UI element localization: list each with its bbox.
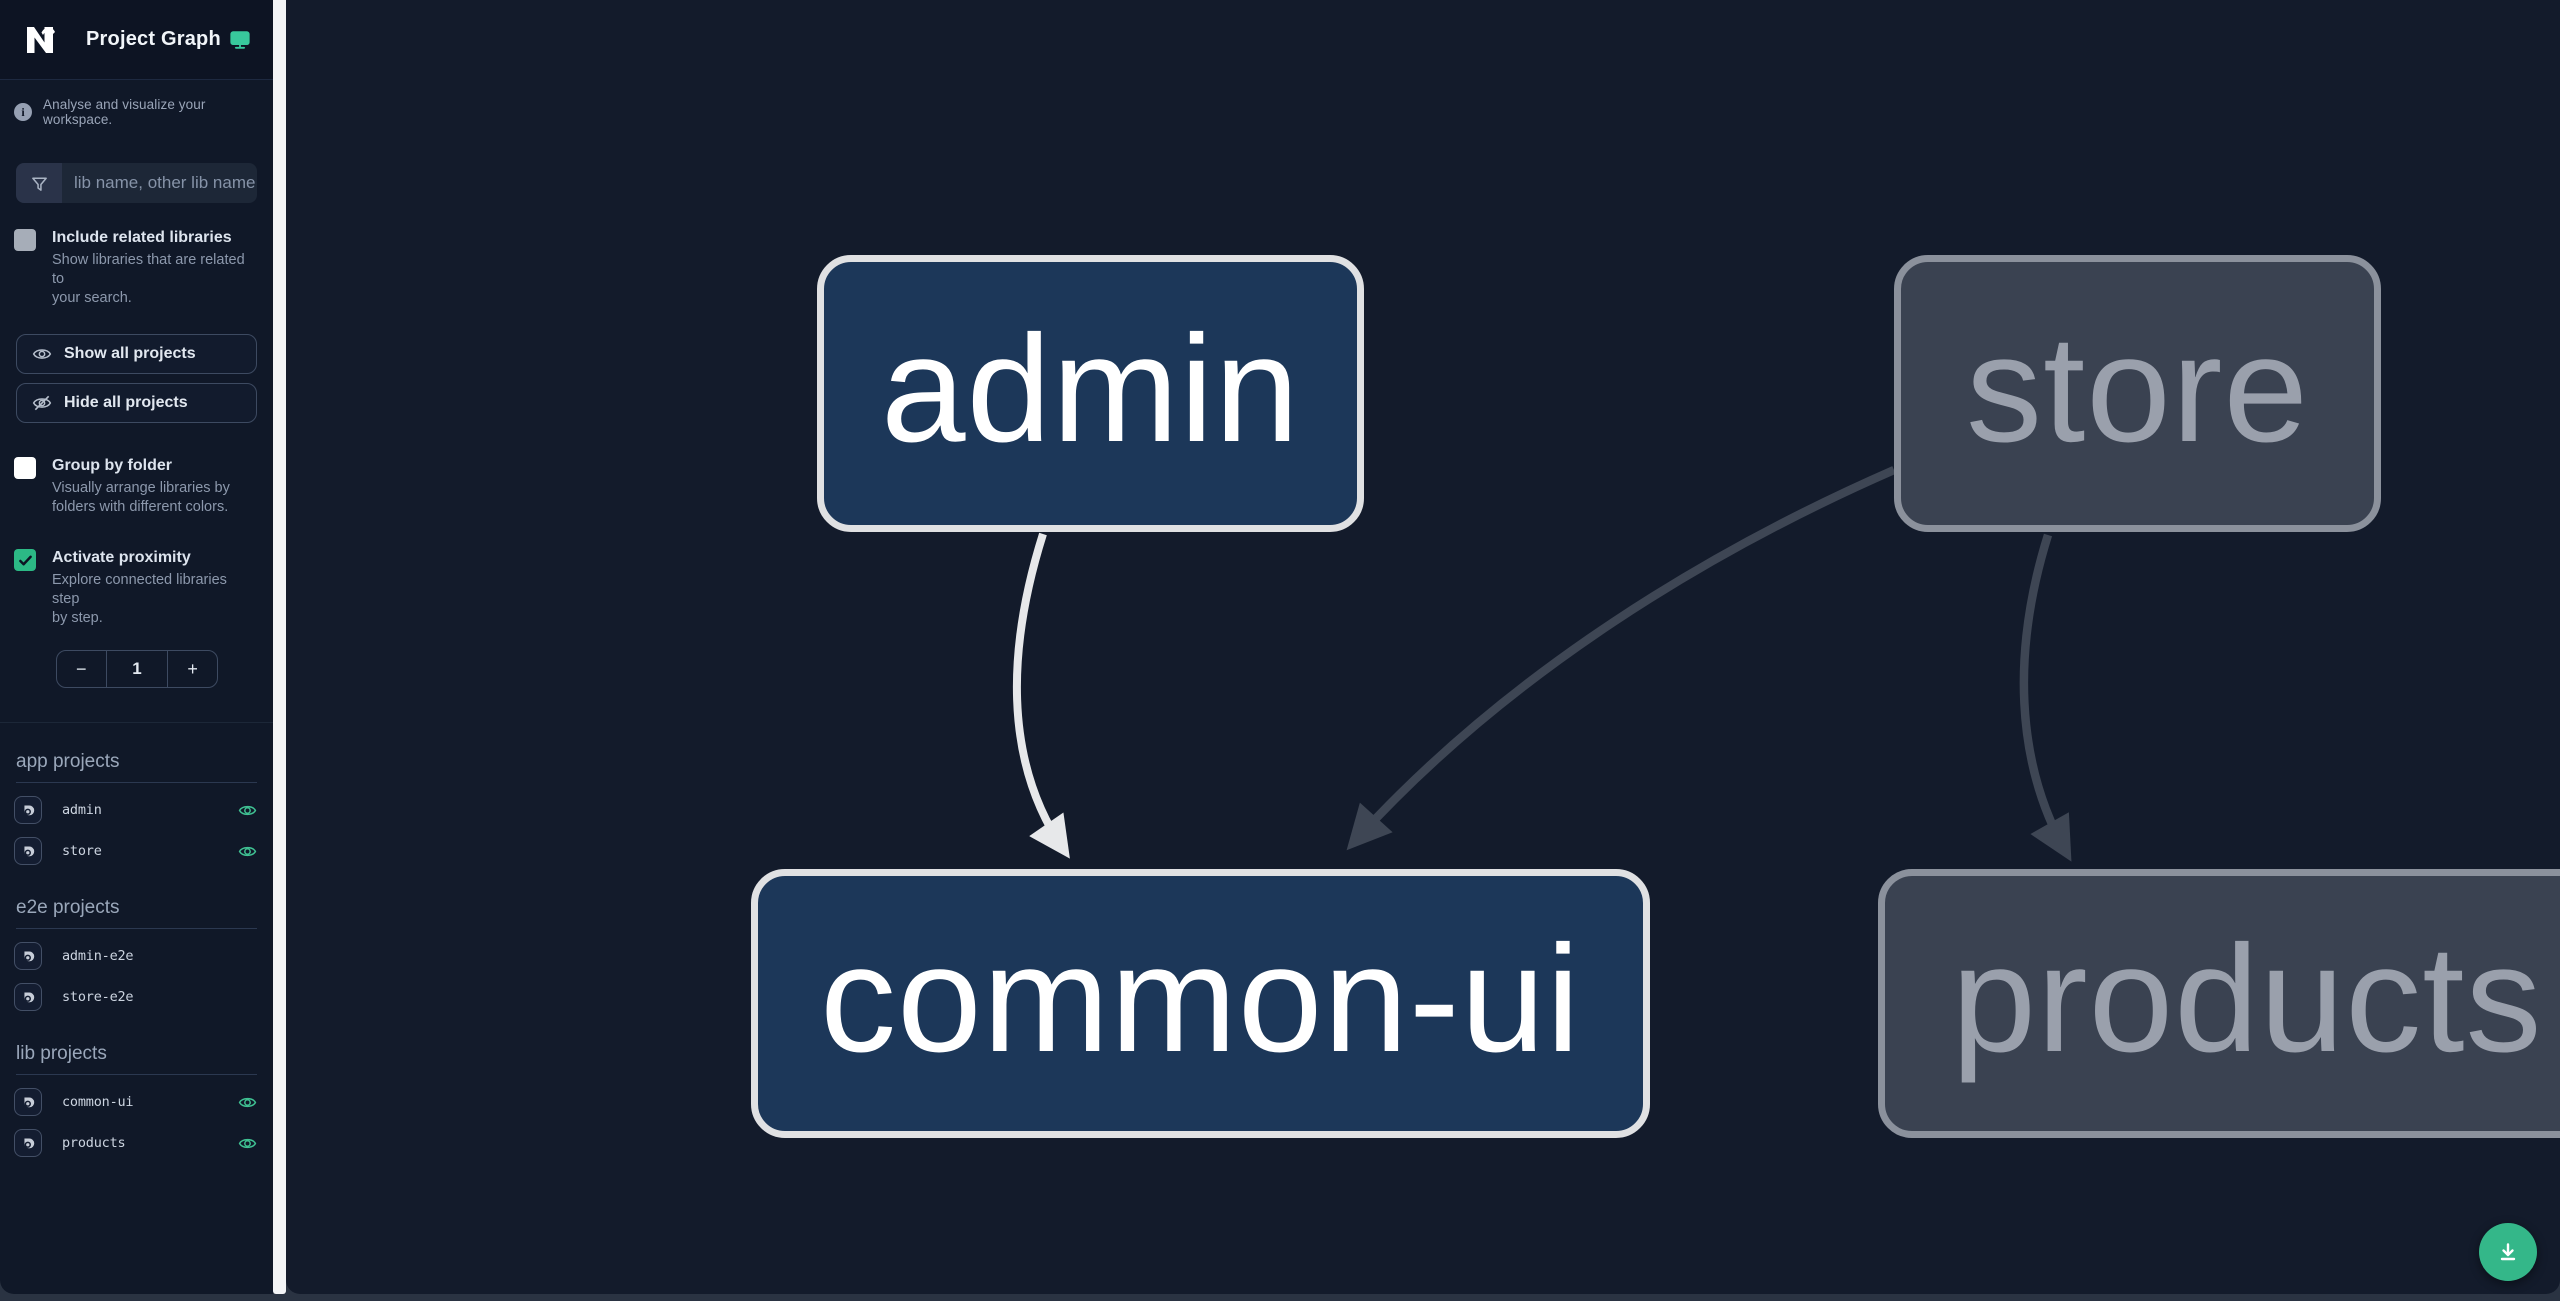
project-label: products [62, 1135, 126, 1151]
activate-proximity-label: Activate proximity [52, 549, 191, 566]
project-type-icon [14, 1088, 42, 1116]
node-label: common-ui [820, 914, 1581, 1084]
edge-admin-to-common-ui[interactable] [1012, 532, 1070, 859]
eye-off-icon [32, 395, 52, 411]
graph-canvas[interactable]: admin store common-ui products [286, 0, 2560, 1294]
project-label: admin [62, 802, 102, 818]
activate-proximity-checkbox[interactable] [14, 549, 36, 571]
hide-all-projects-button[interactable]: Hide all projects [16, 383, 257, 423]
decrement-button[interactable]: − [76, 658, 87, 679]
search-bar [16, 163, 257, 203]
download-icon [2500, 1243, 2516, 1261]
project-row-store[interactable]: store [14, 837, 257, 865]
info-icon: i [14, 103, 32, 121]
theme-toggle-button[interactable] [227, 27, 253, 53]
include-related-label: Include related libraries [52, 229, 232, 246]
sidebar-header: Project Graph [0, 0, 273, 80]
sidebar-divider [0, 722, 273, 723]
workspace-intro: i Analyse and visualize your workspace. [0, 80, 273, 141]
group-by-folder-checkbox[interactable] [14, 457, 36, 479]
show-all-projects-label: Show all projects [64, 345, 196, 362]
group-by-folder-description: Visually arrange libraries by folders wi… [52, 480, 230, 515]
project-type-icon [14, 942, 42, 970]
section-app-projects: app projects admin [0, 751, 273, 865]
include-related-checkbox[interactable] [14, 229, 36, 251]
visibility-eye-icon[interactable] [237, 1092, 257, 1112]
filter-icon [16, 163, 62, 203]
node-label: admin [881, 304, 1300, 474]
project-type-icon [14, 983, 42, 1011]
edge-store-to-products[interactable] [2019, 533, 2072, 862]
graph-node-store[interactable]: store [1894, 255, 2381, 532]
project-label: common-ui [62, 1094, 134, 1110]
graph-edges [1012, 466, 2072, 862]
project-row-products[interactable]: products [14, 1129, 257, 1157]
app-title: Project Graph [86, 28, 221, 50]
activate-proximity-description: Explore connected libraries step by step… [52, 572, 227, 626]
graph-node-common-ui[interactable]: common-ui [751, 869, 1650, 1138]
download-image-button[interactable] [2479, 1223, 2537, 1281]
visibility-eye-icon[interactable] [237, 800, 257, 820]
include-related-option: Include related libraries Show libraries… [0, 203, 273, 308]
eye-icon [32, 349, 52, 359]
group-by-folder-option: Group by folder Visually arrange librari… [0, 431, 273, 517]
project-row-admin[interactable]: admin [14, 796, 257, 824]
graph-node-admin[interactable]: admin [817, 255, 1364, 532]
project-type-icon [14, 837, 42, 865]
visibility-eye-icon[interactable] [237, 1133, 257, 1153]
sidebar-resize-handle[interactable] [273, 0, 286, 1294]
sidebar: Project Graph i Analyse and visualize yo… [0, 0, 273, 1294]
node-label: store [1966, 304, 2309, 474]
visibility-eye-icon[interactable] [237, 841, 257, 861]
group-by-folder-label: Group by folder [52, 457, 172, 474]
intro-text: Analyse and visualize your workspace. [43, 97, 206, 127]
proximity-depth-stepper: − 1 + [56, 650, 218, 688]
proximity-depth-value: 1 [105, 651, 169, 687]
project-type-icon [14, 796, 42, 824]
project-label: store-e2e [62, 989, 134, 1005]
section-e2e-projects: e2e projects admin-e2e store- [0, 897, 273, 1011]
section-title: lib projects [16, 1043, 257, 1075]
graph-node-products[interactable]: products [1878, 869, 2560, 1138]
hide-all-projects-label: Hide all projects [64, 394, 188, 411]
show-all-projects-button[interactable]: Show all projects [16, 334, 257, 374]
project-row-admin-e2e[interactable]: admin-e2e [14, 942, 257, 970]
nx-logo-icon [27, 26, 55, 53]
project-type-icon [14, 1129, 42, 1157]
include-related-description: Show libraries that are related to your … [52, 252, 245, 306]
increment-button[interactable]: + [187, 658, 198, 679]
project-label: admin-e2e [62, 948, 134, 964]
project-row-common-ui[interactable]: common-ui [14, 1088, 257, 1116]
search-input[interactable] [62, 163, 257, 203]
project-label: store [62, 843, 102, 859]
activate-proximity-option: Activate proximity Explore connected lib… [0, 523, 273, 628]
section-title: app projects [16, 751, 257, 783]
project-row-store-e2e[interactable]: store-e2e [14, 983, 257, 1011]
monitor-icon [230, 30, 250, 49]
edge-store-to-common-ui[interactable] [1346, 466, 1896, 851]
section-title: e2e projects [16, 897, 257, 929]
node-label: products [1951, 914, 2543, 1084]
check-icon [18, 555, 32, 565]
section-lib-projects: lib projects common-ui [0, 1043, 273, 1157]
